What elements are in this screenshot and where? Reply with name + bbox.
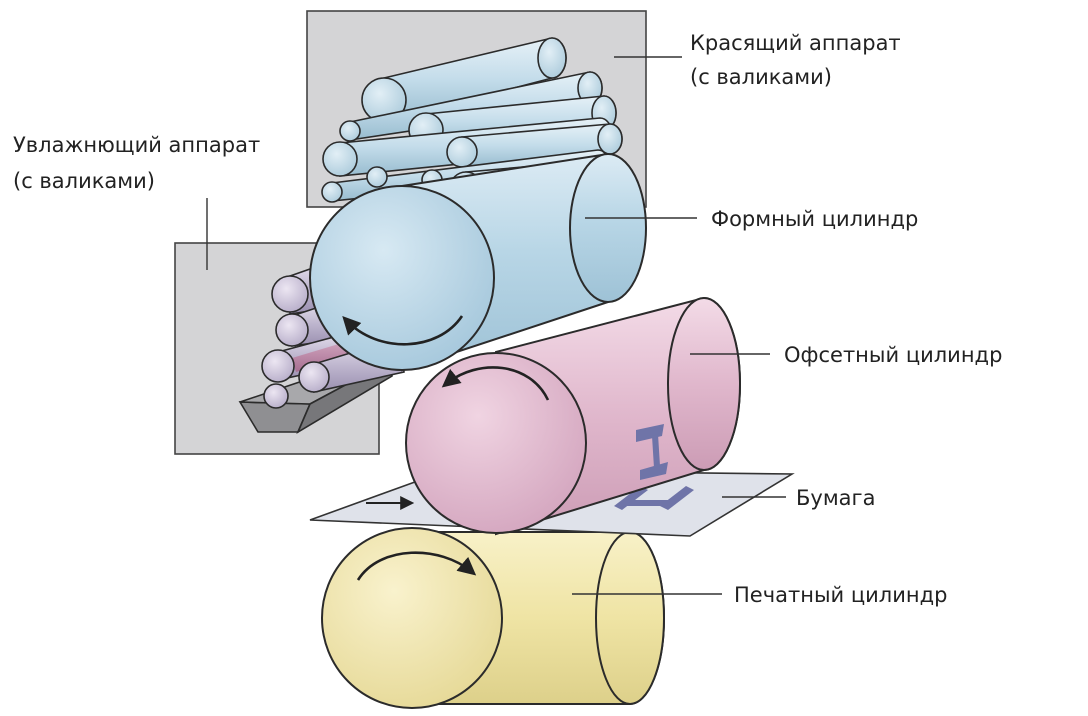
label-impression-cylinder: Печатный цилиндр bbox=[734, 583, 947, 607]
impression-rotation-arrow bbox=[356, 551, 477, 581]
plate-rotation-arrow bbox=[342, 315, 464, 346]
label-ink-unit-line2: (с валиками) bbox=[690, 65, 832, 89]
label-dampening-unit-line1: Увлажнющий аппарат bbox=[13, 133, 260, 157]
label-offset-cylinder: Офсетный цилиндр bbox=[784, 343, 1002, 367]
label-paper: Бумага bbox=[796, 486, 875, 510]
label-dampening-unit-line2: (с валиками) bbox=[13, 169, 155, 193]
ink-roller-1 bbox=[361, 37, 567, 124]
offset-cylinder bbox=[405, 296, 741, 536]
blanket-letter-h-icon bbox=[636, 424, 668, 480]
impression-cylinder bbox=[321, 527, 665, 709]
damp-roller-5 bbox=[263, 383, 289, 409]
offset-rotation-arrow bbox=[441, 366, 550, 401]
paper-letter-h-icon bbox=[614, 486, 694, 510]
label-ink-unit-line1: Красящий аппарат bbox=[690, 31, 901, 55]
label-plate-cylinder: Формный цилиндр bbox=[711, 207, 918, 231]
plate-cylinder bbox=[309, 152, 647, 372]
